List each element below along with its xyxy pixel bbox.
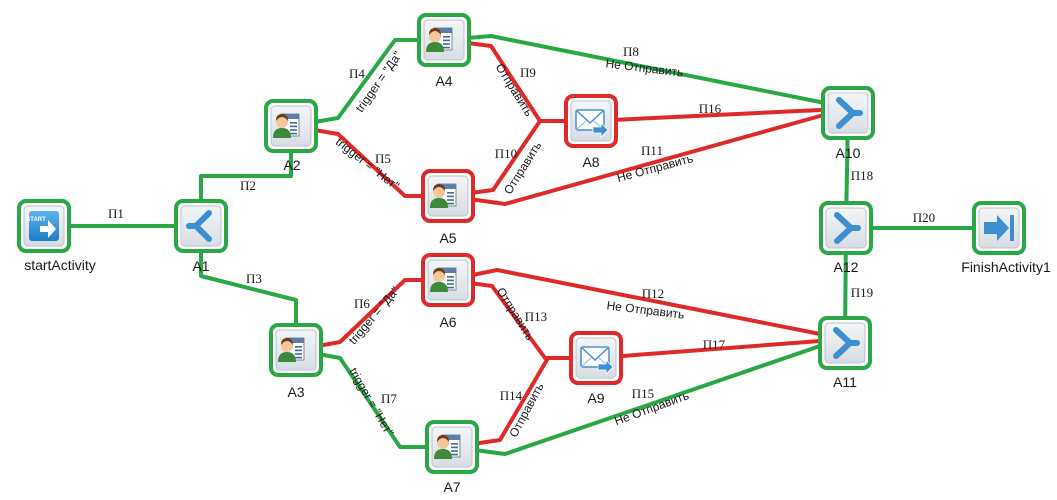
edge-label-П12: П12 — [642, 286, 664, 301]
node-label-finish: FinishActivity1 — [961, 259, 1051, 275]
fork-icon — [186, 210, 212, 242]
join-icon — [836, 97, 863, 129]
edge-condition-П8: Не Отправить — [605, 56, 684, 79]
start-icon: START — [26, 211, 59, 241]
node-label-A10: A10 — [836, 145, 861, 161]
edge-label-П15: П15 — [632, 386, 654, 401]
user-task-icon — [434, 434, 461, 459]
node-label-A8: A8 — [582, 154, 599, 170]
user-task-icon — [430, 183, 457, 208]
edge-label-П16: П16 — [699, 101, 722, 116]
edge-label-П2: П2 — [240, 178, 256, 193]
user-task-icon — [278, 337, 305, 362]
edge-label-П7: П7 — [381, 391, 397, 406]
edge-label-П18: П18 — [851, 168, 873, 183]
node-tile-A1 — [180, 205, 222, 247]
node-label-A9: A9 — [587, 390, 604, 406]
node-A12[interactable] — [819, 201, 873, 255]
svg-text:START: START — [26, 217, 46, 223]
edge-label-П1: П1 — [108, 206, 124, 221]
edge-label-П5: П5 — [375, 151, 391, 166]
edge-label-П20: П20 — [913, 210, 935, 225]
node-label-A5: A5 — [439, 230, 456, 246]
edge-label-П9: П9 — [520, 65, 536, 80]
node-label-A12: A12 — [834, 259, 859, 275]
node-label-A11: A11 — [833, 374, 857, 390]
join-icon — [833, 327, 860, 359]
node-label-A6: A6 — [439, 314, 456, 330]
edge-condition-П4: trigger = "Да" — [353, 49, 405, 115]
edge-label-П3: П3 — [246, 271, 262, 286]
send-mail-icon — [575, 109, 609, 138]
user-task-icon — [426, 27, 453, 52]
user-task-icon — [273, 113, 300, 138]
node-label-A3: A3 — [287, 384, 304, 400]
edge-condition-П5: trigger = "Нет" — [333, 135, 402, 193]
node-A1[interactable] — [174, 199, 228, 253]
edge-label-П10: П10 — [495, 146, 517, 161]
node-A8[interactable] — [564, 94, 618, 148]
edge-label-П19: П19 — [851, 285, 873, 300]
edge-condition-П6: trigger = "Да" — [346, 284, 402, 347]
edge-label-П14: П14 — [500, 388, 523, 403]
node-finish[interactable] — [972, 201, 1026, 255]
node-A9[interactable] — [569, 331, 623, 385]
edge-label-П11: П11 — [641, 143, 663, 158]
edge-condition-П12: Не Отправить — [606, 298, 685, 321]
edge-label-П8: П8 — [623, 44, 639, 59]
node-A5[interactable] — [421, 169, 475, 223]
node-A2[interactable] — [264, 99, 318, 153]
node-label-A7: A7 — [443, 479, 460, 495]
node-A3[interactable] — [269, 323, 323, 377]
finish-icon — [984, 215, 1014, 241]
node-A11[interactable] — [818, 316, 872, 370]
edge-label-П6: П6 — [354, 296, 370, 311]
node-label-start: startActivity — [24, 257, 96, 273]
node-label-A2: A2 — [283, 157, 300, 173]
node-A7[interactable] — [425, 420, 479, 474]
node-label-A4: A4 — [435, 73, 452, 89]
edge-label-П17: П17 — [703, 337, 726, 352]
edge-label-П13: П13 — [525, 309, 547, 324]
node-label-A1: A1 — [192, 258, 209, 274]
user-task-icon — [430, 267, 457, 292]
join-icon — [834, 212, 861, 244]
node-A10[interactable] — [821, 86, 875, 140]
node-start[interactable]: START — [17, 199, 71, 253]
send-mail-icon — [580, 346, 614, 375]
edge-label-П4: П4 — [349, 66, 365, 81]
node-A4[interactable] — [417, 13, 471, 67]
node-A6[interactable] — [421, 253, 475, 307]
